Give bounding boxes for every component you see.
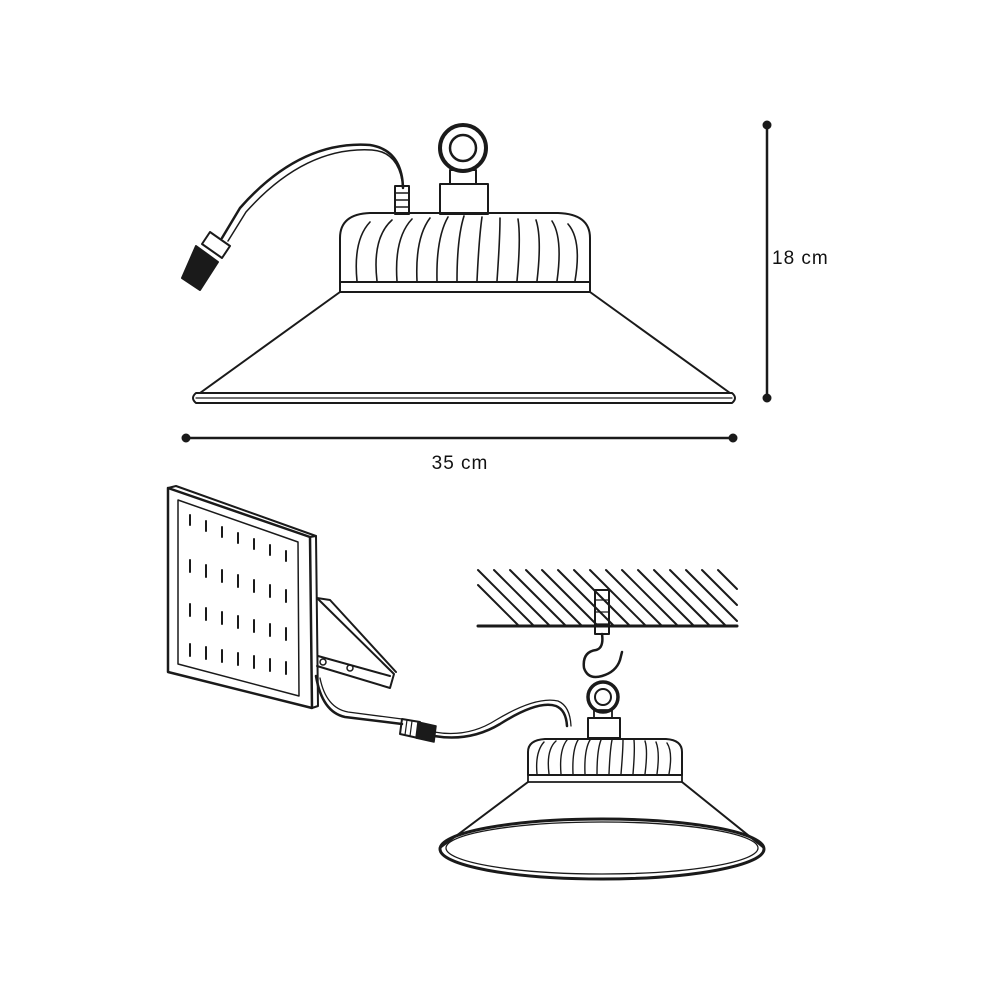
hanging-lamp	[438, 680, 766, 881]
heat-sink	[339, 212, 591, 283]
width-dimension-label: 35 cm	[431, 453, 489, 474]
panel-stand	[316, 597, 397, 689]
lamp-front-view	[181, 123, 736, 404]
connecting-cable	[314, 674, 572, 739]
hanging-ring-icon	[438, 123, 488, 185]
power-cable	[220, 143, 410, 242]
width-dimension-line	[181, 433, 738, 443]
lamp-ring-icon	[586, 680, 620, 719]
lamp-band	[339, 281, 591, 293]
cable-connector-icon	[399, 718, 437, 743]
lamp-cap	[439, 183, 489, 215]
lamp-shade	[199, 291, 731, 394]
height-dimension-line	[762, 120, 772, 403]
solar-panel	[166, 485, 319, 710]
ceiling-hook-icon	[582, 589, 624, 679]
lamp-rim	[192, 392, 736, 404]
ceiling	[476, 569, 739, 628]
height-dimension-label: 18 cm	[772, 248, 829, 269]
plug-connector-icon	[181, 231, 231, 291]
solar-cells	[189, 514, 287, 675]
